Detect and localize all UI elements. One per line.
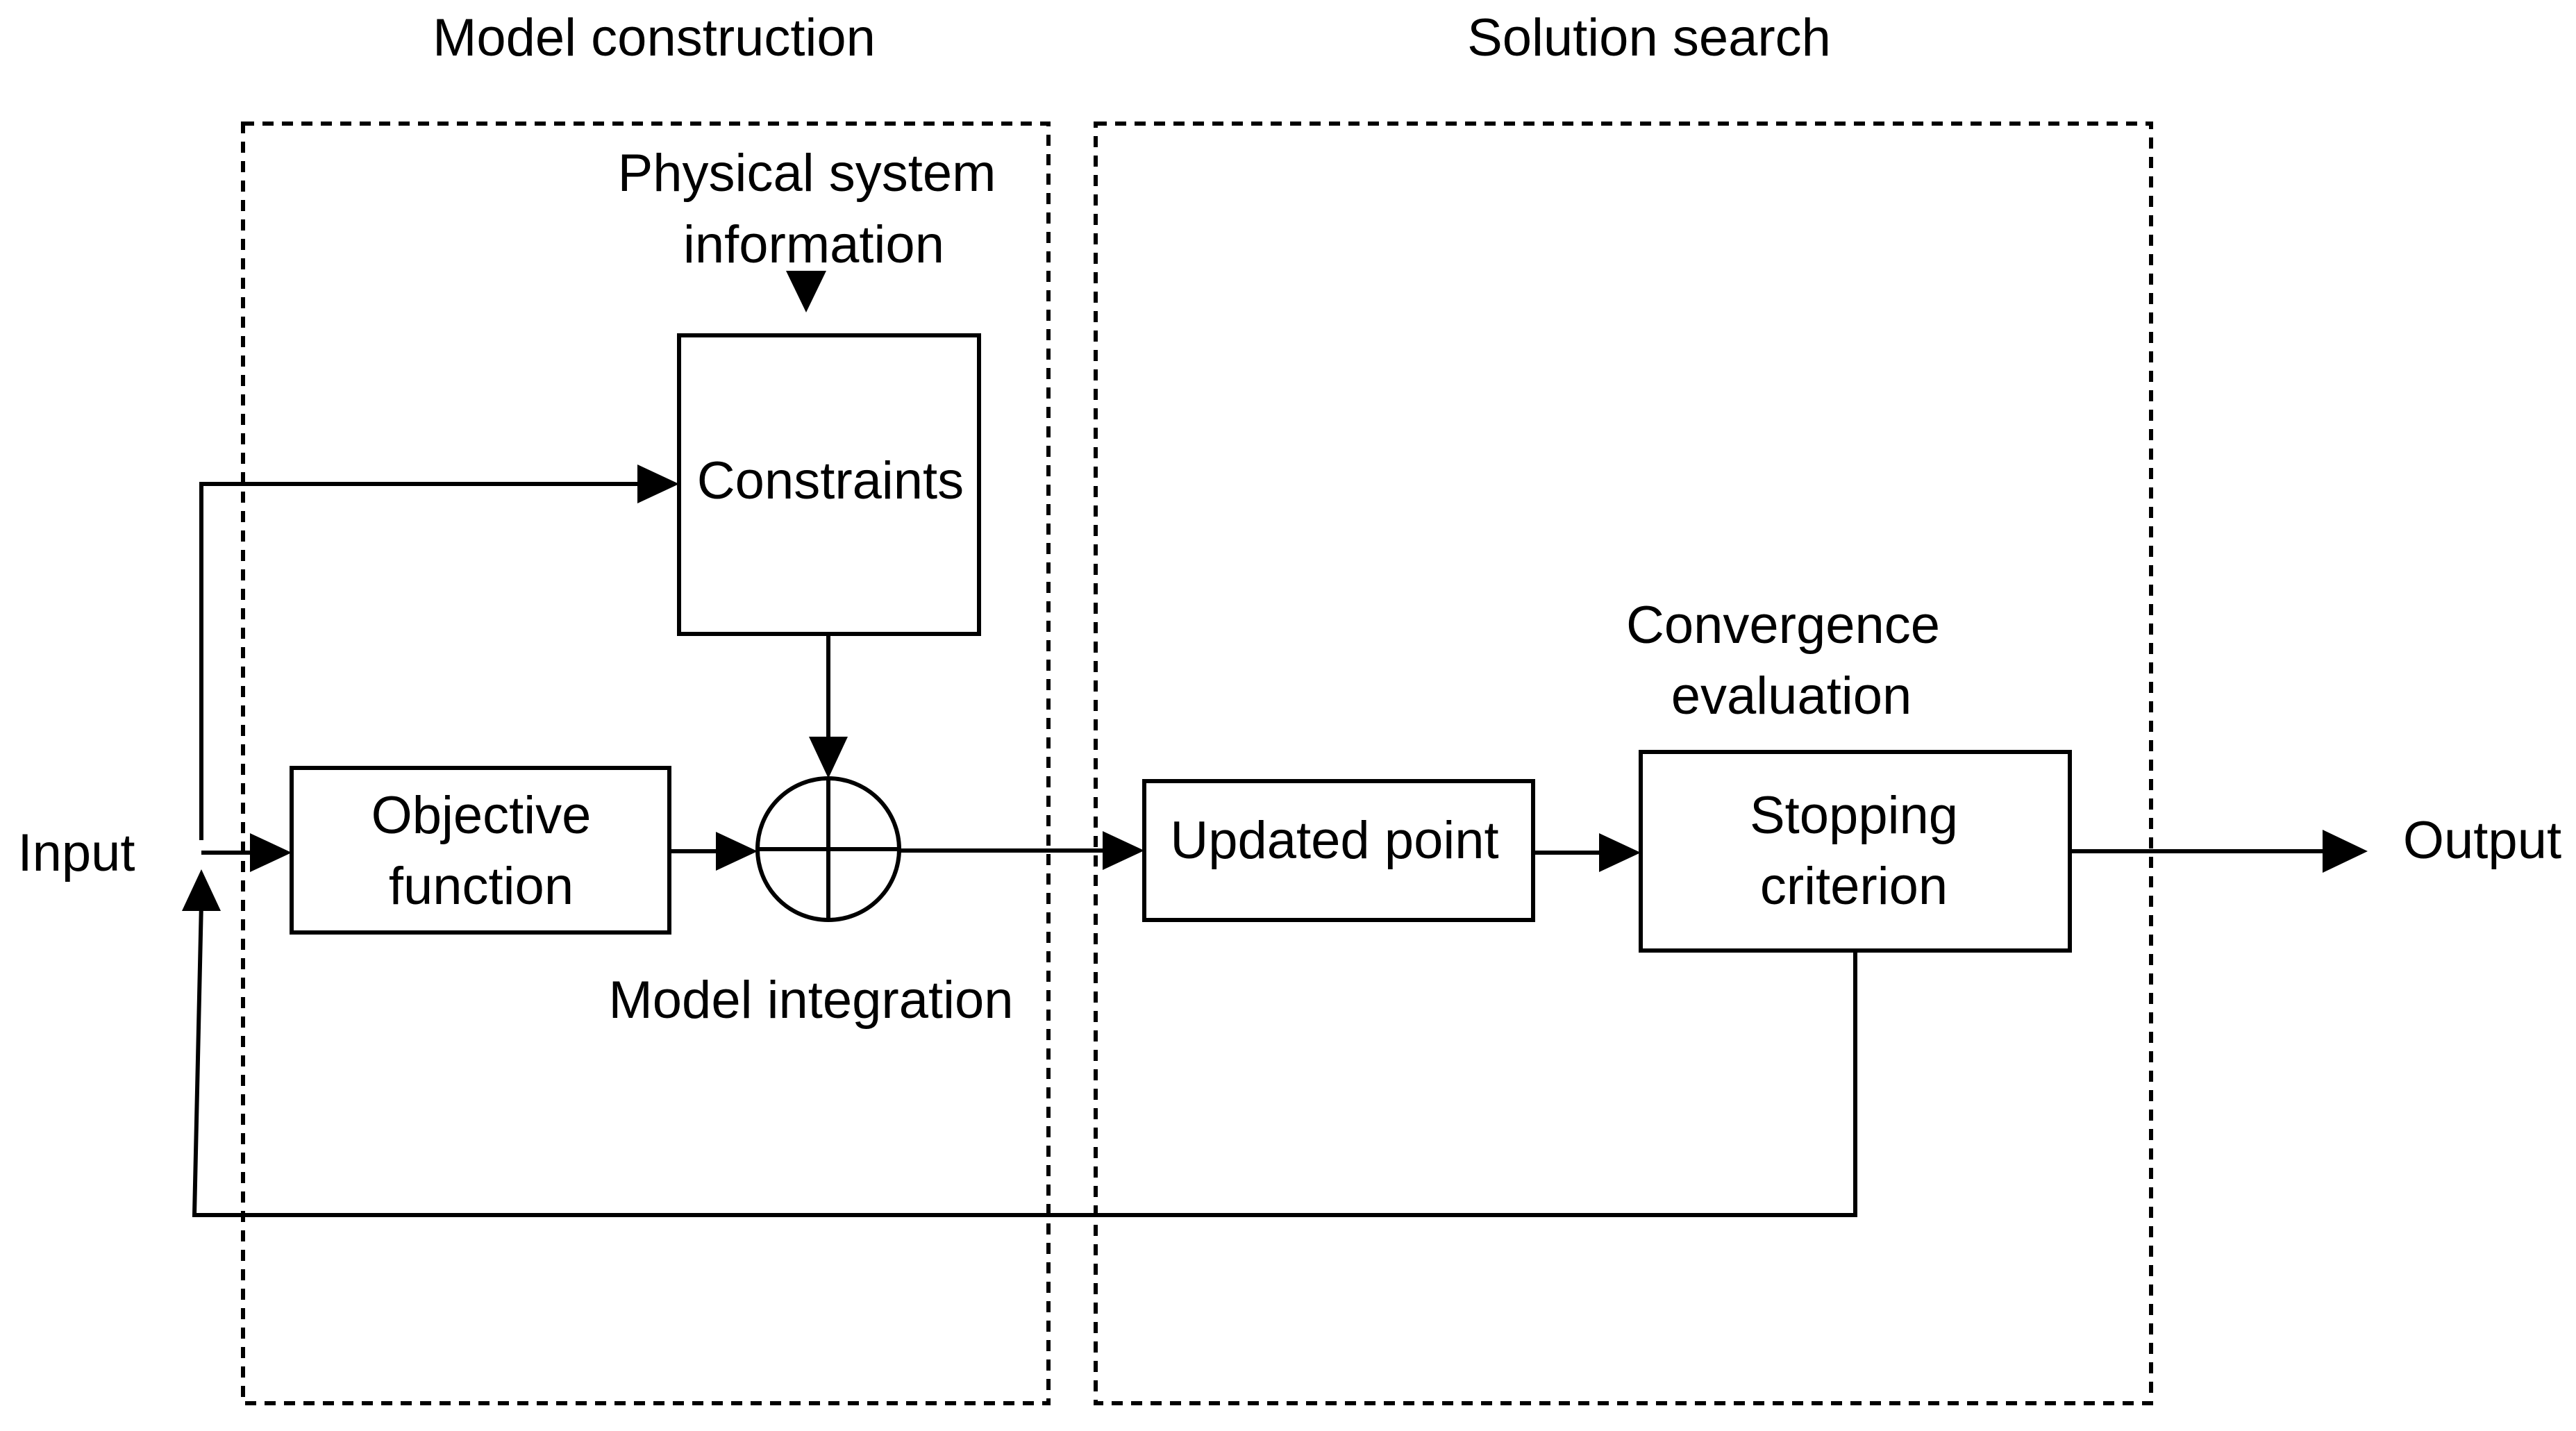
section-title-solution-search: Solution search xyxy=(1467,8,1831,67)
model-construction-frame xyxy=(241,122,1051,1405)
convergence-evaluation-label-line2: evaluation xyxy=(1671,667,1912,726)
objective-function-block xyxy=(290,766,671,935)
constraints-to-junction-arrow-head xyxy=(809,737,848,778)
objective-function-label-line1: Objective xyxy=(371,786,592,845)
section-title-model-construction: Model construction xyxy=(433,8,876,67)
stopping-to-output-arrow-head xyxy=(2323,830,2368,873)
constraints-label: Constraints xyxy=(697,451,964,510)
updated-point-label: Updated point xyxy=(1170,811,1498,870)
stopping-criterion-label-line2: criterion xyxy=(1760,857,1948,916)
feedback-loop-arrow-head xyxy=(182,869,221,911)
objective-to-junction-arrow-head xyxy=(716,832,758,871)
updated-point-to-stopping-arrow-head xyxy=(1599,833,1641,872)
model-integration-label: Model integration xyxy=(608,971,1013,1030)
solution-search-frame xyxy=(1094,122,2153,1405)
input-to-constraints-arrow-head xyxy=(637,465,679,503)
junction-to-updated-point-arrow-head xyxy=(1103,831,1144,870)
physical-info-arrow-head xyxy=(786,271,826,312)
input-to-objective-arrow-head xyxy=(250,833,292,872)
stopping-criterion-label-line1: Stopping xyxy=(1750,786,1958,845)
physical-system-information-label-line1: Physical system xyxy=(618,144,996,203)
input-label: Input xyxy=(17,823,135,882)
objective-function-label-line2: function xyxy=(389,857,574,916)
convergence-evaluation-label-line1: Convergence xyxy=(1626,596,1940,655)
physical-system-information-label-line2: information xyxy=(683,215,944,274)
output-label: Output xyxy=(2403,811,2561,870)
stopping-criterion-block xyxy=(1639,750,2072,953)
input-to-constraints-line xyxy=(199,482,646,840)
feedback-loop-line xyxy=(192,902,1857,1217)
summing-junction-icon xyxy=(755,776,901,922)
